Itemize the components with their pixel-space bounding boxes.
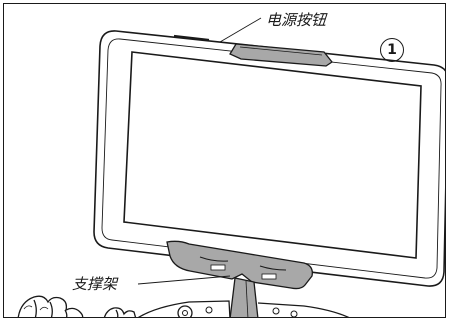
top-clamp-ridge (239, 46, 323, 56)
tablet-side-key (173, 34, 210, 42)
power-button-leader (219, 17, 262, 43)
controller-button-2 (272, 307, 280, 315)
power-button-label: 电源按钮 (266, 11, 327, 29)
right-hand (103, 307, 137, 317)
control-stick (177, 305, 193, 317)
diagram-frame: 电源按钮 支撑架 1 (3, 3, 446, 318)
clamp-slot-left (199, 256, 229, 262)
tablet-bezel (101, 38, 442, 279)
top-clamp (229, 43, 333, 67)
tablet-mount-illustration (17, 17, 445, 317)
controller-body-right (257, 302, 350, 317)
stand-leader (137, 275, 231, 285)
clamp-notch-left (210, 264, 226, 271)
clamp-notch-right (261, 273, 277, 280)
support-stem (229, 277, 259, 317)
control-stick-center (182, 310, 188, 316)
stand-label: 支撑架 (72, 275, 118, 293)
controller-button-1 (205, 306, 213, 314)
support-stem-edge (245, 280, 249, 317)
clamp-slot-right (259, 265, 287, 271)
controller-button-3 (290, 310, 298, 317)
tablet-screen (123, 51, 422, 259)
left-hand (17, 295, 84, 317)
step-number-badge: 1 (380, 38, 404, 62)
